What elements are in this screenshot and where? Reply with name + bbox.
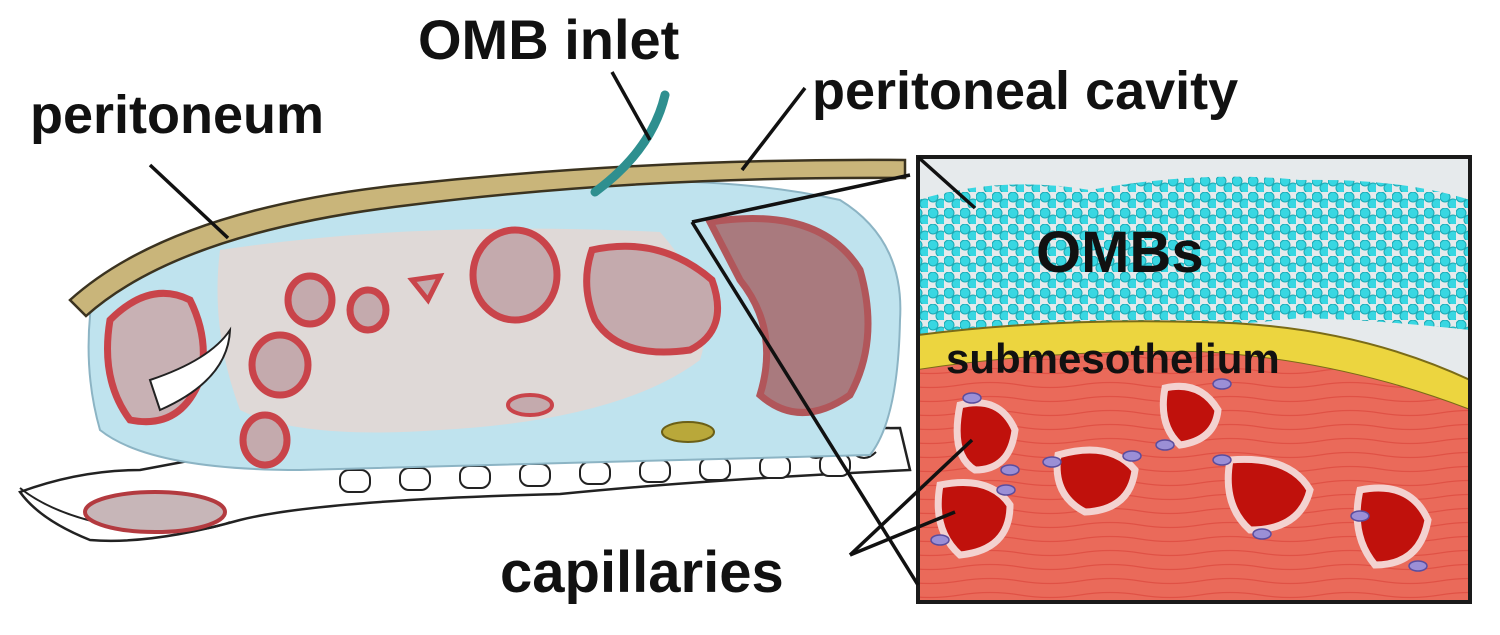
leader-lines (148, 71, 977, 586)
peritoneum-wall (68, 158, 907, 318)
label-omb-inlet: OMB inlet (418, 8, 680, 71)
fecal-pellet (661, 421, 715, 443)
zoom-inset (916, 155, 1472, 604)
lower-organ (83, 490, 227, 534)
microbubble-cloud (918, 176, 1470, 340)
inset-frame (916, 155, 1472, 604)
abdomen-cross-section (18, 90, 912, 543)
spine-segments (339, 453, 851, 493)
capillary-cross-sections (934, 382, 1432, 569)
label-submesothelium: submesothelium (946, 335, 1280, 382)
label-capillaries: capillaries (500, 540, 784, 605)
mesentery-tissue (217, 228, 705, 433)
organs (104, 214, 872, 469)
tissue-fibers (918, 351, 1470, 602)
label-peritoneum: peritoneum (30, 85, 325, 145)
omb-inlet-tube (590, 90, 670, 197)
label-peritoneal-cavity: peritoneal cavity (812, 61, 1239, 121)
label-ombs: OMBs (1036, 220, 1204, 285)
capillary-nuclei (930, 378, 1428, 572)
organ-crescent (148, 326, 232, 412)
